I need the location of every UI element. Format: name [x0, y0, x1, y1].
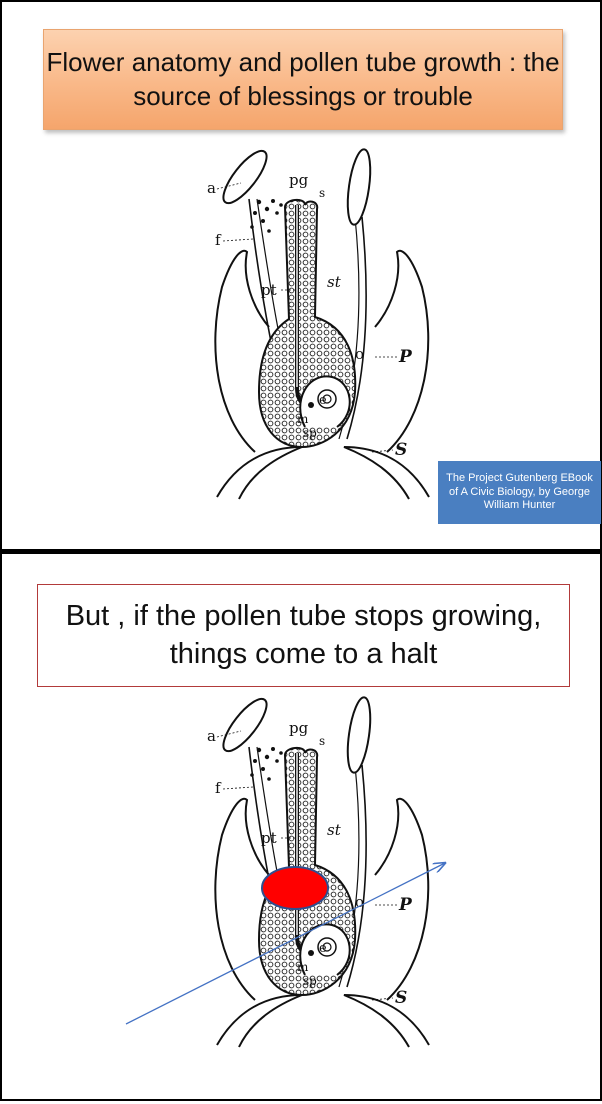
anther-left — [217, 147, 274, 209]
label-a: a — [207, 179, 216, 197]
label-st: st — [327, 821, 342, 839]
label-f: f — [215, 231, 222, 249]
bottom-panel: But , if the pollen tube stops growing, … — [0, 551, 602, 1101]
anther-right — [344, 148, 374, 226]
label-m: m — [297, 412, 309, 426]
label-o: o — [355, 345, 364, 363]
label-sp: sp — [303, 974, 317, 988]
top-title: Flower anatomy and pollen tube growth : … — [43, 29, 563, 130]
label-st: st — [327, 273, 342, 291]
label-S: S — [395, 988, 407, 1008]
label-e: e — [319, 941, 327, 956]
top-panel: Flower anatomy and pollen tube growth : … — [0, 0, 602, 551]
label-pt: pt — [261, 281, 277, 299]
label-pt: pt — [261, 829, 277, 847]
label-s-small: s — [319, 734, 325, 748]
label-S: S — [395, 440, 407, 460]
flower-diagram-bottom: a pg s f pt st o P e m sp S — [197, 695, 447, 1050]
label-m: m — [297, 960, 309, 974]
label-P: P — [398, 347, 413, 367]
label-P: P — [398, 895, 413, 915]
label-a: a — [207, 727, 216, 745]
label-e: e — [319, 393, 327, 408]
pollen-grains — [250, 199, 283, 233]
bottom-title: But , if the pollen tube stops growing, … — [37, 584, 570, 687]
sepal-right — [344, 447, 429, 499]
flower-diagram-top: a pg s f pt st o P e m sp S — [197, 147, 447, 502]
label-f: f — [215, 779, 222, 797]
credit-box: The Project Gutenberg EBook of A Civic B… — [438, 461, 601, 524]
label-s-small: s — [319, 186, 325, 200]
label-pg: pg — [289, 719, 309, 737]
sepal-left — [217, 447, 302, 499]
label-sp: sp — [303, 426, 317, 440]
label-pg: pg — [289, 171, 309, 189]
label-o: o — [355, 893, 364, 911]
